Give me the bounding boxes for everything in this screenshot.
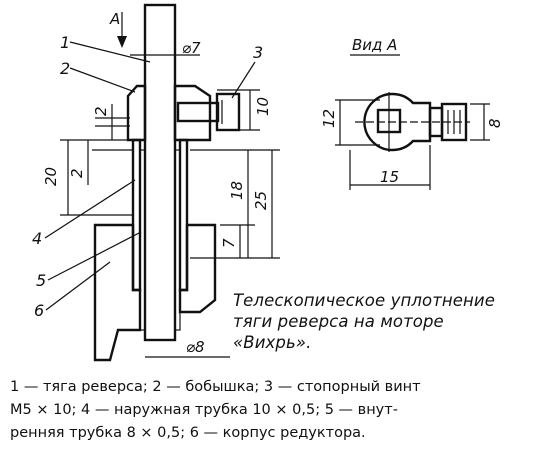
set-screw-head <box>215 92 241 132</box>
housing-right <box>178 223 217 314</box>
dim-height-7: 7 <box>220 238 238 248</box>
figure-caption: Телескопическое уплотнение тяги реверса … <box>233 290 545 353</box>
dim-height-25: 25 <box>252 191 270 210</box>
set-screw-shank <box>176 101 220 123</box>
boss-right <box>173 84 212 142</box>
legend-line-2: М5 × 10; 4 — наружная трубка 10 × 0,5; 5… <box>10 402 398 418</box>
legend-line-1: 1 — тяга реверса; 2 — бобышка; 3 — стопо… <box>10 379 421 395</box>
section-view: A ⌀7 ⌀8 1 2 3 4 5 6 <box>32 3 280 362</box>
view-a: Вид А 12 8 15 <box>320 36 504 190</box>
dim-gap-2a: 2 <box>92 106 110 116</box>
parts-legend: 1 — тяга реверса; 2 — бобышка; 3 — стопо… <box>10 376 540 445</box>
arrow-a-label: A <box>109 10 120 28</box>
view-a-title: Вид А <box>352 36 397 54</box>
view-a-screw-head <box>440 102 468 142</box>
dim-rod-diameter-bottom: ⌀8 <box>186 338 205 356</box>
dim-bolt-10: 10 <box>254 97 272 116</box>
dim-height-18: 18 <box>228 181 246 200</box>
boss-left <box>126 84 147 142</box>
dim-height-20: 20 <box>42 167 60 186</box>
dim-view-12: 12 <box>320 109 338 128</box>
inner-tube-right <box>174 149 181 331</box>
part-5-label: 5 <box>36 271 46 290</box>
part-1-label: 1 <box>60 33 70 52</box>
part-2-label: 2 <box>60 59 70 78</box>
part-4-label: 4 <box>32 229 42 248</box>
dim-rod-diameter-top: ⌀7 <box>182 39 201 57</box>
housing-left <box>93 223 142 362</box>
inner-tube-left <box>139 149 146 331</box>
part-3-label: 3 <box>253 43 263 62</box>
dim-gap-2b: 2 <box>68 168 86 178</box>
part-6-label: 6 <box>34 301 44 320</box>
caption-line-3: «Вихрь». <box>233 333 312 352</box>
view-arrow-head <box>117 36 127 48</box>
dim-view-8: 8 <box>486 118 504 128</box>
view-a-boss-outline <box>363 92 432 152</box>
caption-line-2: тяги реверса на моторе <box>233 312 444 331</box>
caption-line-1: Телескопическое уплотнение <box>233 291 496 310</box>
dim-view-15: 15 <box>380 168 399 186</box>
legend-line-3: ренняя трубка 8 × 0,5; 6 — корпус редукт… <box>10 425 366 441</box>
